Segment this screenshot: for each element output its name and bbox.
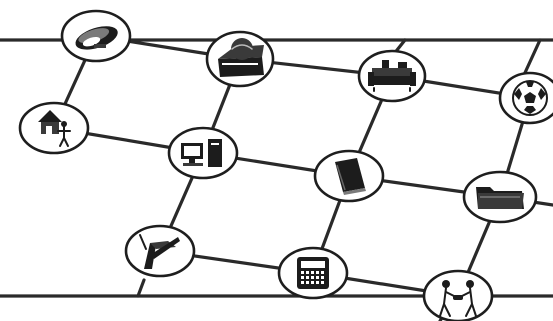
node-sofa-living-room — [357, 49, 427, 103]
satellite-dish-icon — [75, 26, 118, 50]
nodes — [18, 9, 553, 321]
folder-icon — [476, 187, 524, 209]
node-satellite-dish — [60, 9, 132, 63]
node-folder — [462, 170, 538, 224]
globe-on-books-icon — [218, 38, 264, 77]
node-soccer-ball — [498, 71, 553, 125]
calculator-icon — [297, 257, 329, 289]
node-globe-on-books — [205, 30, 275, 88]
book-icon — [335, 158, 366, 195]
computer-workstation-icon — [181, 139, 222, 167]
edge-extension — [136, 278, 146, 298]
handshake-icon — [439, 280, 477, 317]
node-calculator — [277, 246, 349, 300]
node-handshake — [422, 269, 494, 321]
sofa-living-room-icon — [368, 60, 416, 92]
node-hand-with-pen — [124, 224, 196, 278]
node-book — [313, 149, 385, 203]
house-with-person-icon — [38, 110, 71, 147]
node-computer-workstation — [167, 126, 239, 180]
hand-with-pen-icon — [139, 234, 180, 269]
node-house-with-person — [18, 101, 90, 155]
soccer-ball-icon — [512, 80, 548, 116]
